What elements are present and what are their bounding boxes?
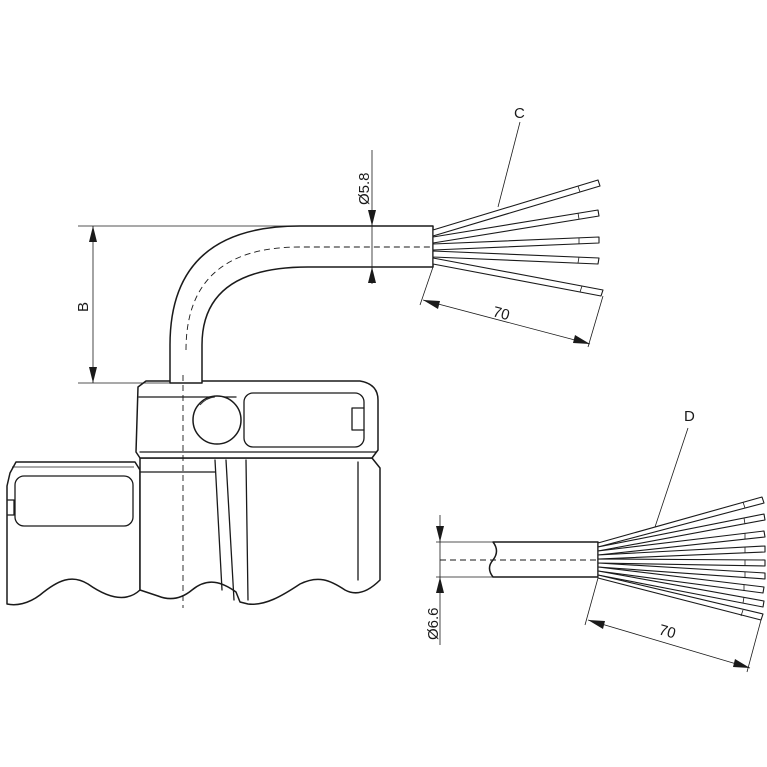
upper-diameter-label: Ø5.8 bbox=[356, 172, 373, 205]
wire-bundle-lower bbox=[597, 496, 766, 621]
dimension-lower-strip-length: 70 bbox=[584, 577, 762, 673]
straight-cable-lower bbox=[440, 541, 599, 578]
dimension-lower-diameter: Ø6.6 bbox=[425, 515, 493, 645]
connector-body bbox=[135, 380, 381, 605]
lower-strip-length-label: 70 bbox=[657, 622, 678, 643]
upper-strip-length-label: 70 bbox=[491, 303, 512, 324]
bent-cable-upper bbox=[169, 225, 434, 608]
callout-c: C bbox=[497, 105, 525, 208]
callout-d: D bbox=[654, 408, 695, 528]
dimension-upper-strip-length: 70 bbox=[419, 266, 604, 348]
callout-c-label: C bbox=[514, 105, 525, 122]
dimension-upper-diameter: Ø5.8 bbox=[356, 150, 376, 284]
wire-bundle-upper bbox=[432, 179, 604, 297]
callout-d-label: D bbox=[684, 408, 695, 425]
lower-diameter-label: Ø6.6 bbox=[425, 607, 442, 640]
height-b-label: B bbox=[75, 302, 92, 312]
dimension-height-b: B bbox=[75, 225, 300, 384]
left-housing bbox=[6, 461, 141, 606]
